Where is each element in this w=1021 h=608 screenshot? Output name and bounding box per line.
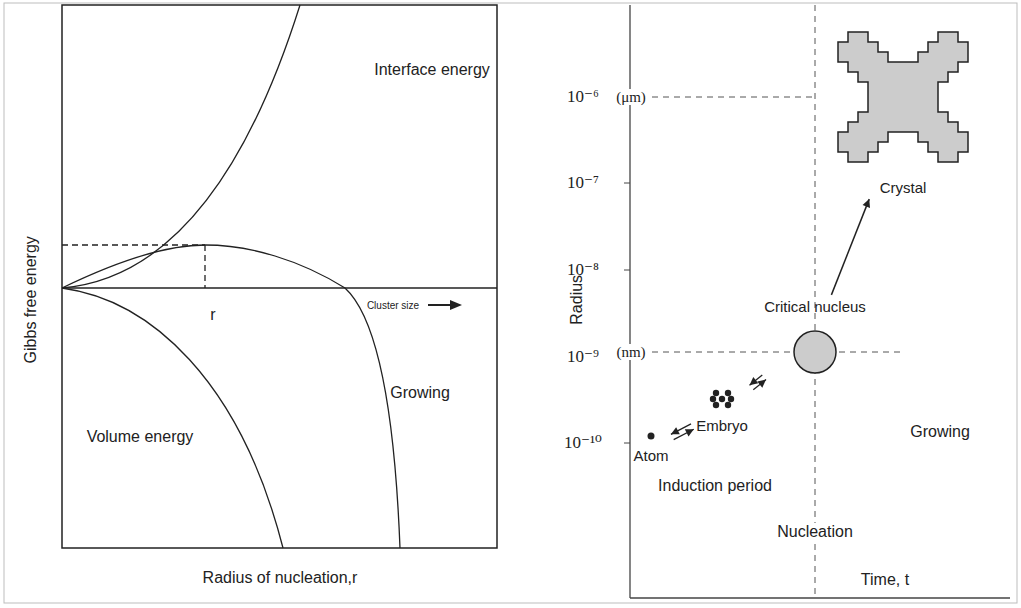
label: Cluster size xyxy=(367,300,419,311)
zero-axis xyxy=(62,287,497,289)
x-axis xyxy=(630,597,1010,598)
nucleus-node: Critical nucleus xyxy=(762,297,868,376)
interface-energy-curve xyxy=(62,5,300,288)
arrowhead xyxy=(863,199,870,208)
embryo-atom xyxy=(710,396,716,402)
node-label: Embryo xyxy=(694,416,750,435)
embryo-atom xyxy=(728,396,734,402)
arrowhead xyxy=(671,427,680,434)
arrowhead xyxy=(750,377,759,385)
total-energy-curve xyxy=(62,245,400,548)
size-arrow xyxy=(428,304,452,306)
dashed-guide xyxy=(630,97,815,98)
label: Volume energy xyxy=(87,428,194,446)
atom-node: Atom xyxy=(632,431,671,465)
label: Radius xyxy=(568,275,586,325)
outer-frame xyxy=(4,3,1017,603)
size-arrowhead xyxy=(450,300,462,310)
embryo-atom xyxy=(713,402,719,408)
tick xyxy=(624,443,630,444)
plot-frame xyxy=(62,5,497,548)
label: (nm) xyxy=(614,344,647,361)
label: 10⁻⁹ xyxy=(567,348,599,367)
embryo-atom xyxy=(719,396,725,402)
label: Growing xyxy=(390,384,450,402)
connector xyxy=(831,199,870,295)
embryo-node: Embryo xyxy=(694,387,750,435)
label: 10⁻¹⁰ xyxy=(564,434,602,453)
atom-dot xyxy=(648,433,655,440)
embryo-atom xyxy=(725,402,731,408)
atom-dot xyxy=(646,431,656,441)
crystal-shape xyxy=(836,30,970,164)
embryo-cluster xyxy=(708,387,736,411)
label: r xyxy=(210,306,215,324)
critical-nucleus-circle xyxy=(794,331,836,373)
node-label: Critical nucleus xyxy=(762,297,868,316)
label: 10⁻⁶ xyxy=(567,88,599,107)
label: Time, t xyxy=(861,571,909,589)
arrowhead xyxy=(685,429,694,436)
label: Nucleation xyxy=(775,523,855,541)
dashed-guide xyxy=(204,245,205,288)
node-label: Atom xyxy=(632,446,671,465)
connector xyxy=(750,375,766,390)
label: Induction period xyxy=(658,477,772,495)
label: 10⁻⁷ xyxy=(567,174,599,193)
label: Gibbs free energy xyxy=(22,236,40,363)
label: Growing xyxy=(910,423,970,441)
critical-nucleus-circle xyxy=(791,328,839,376)
arrowhead xyxy=(757,380,766,388)
volume-energy-curve xyxy=(62,288,283,548)
crystal-node: Crystal xyxy=(836,30,970,197)
dashed-guide xyxy=(630,352,905,353)
tick xyxy=(624,183,630,184)
crystal-shape xyxy=(838,32,968,162)
node-label: Crystal xyxy=(878,178,929,197)
connector xyxy=(671,424,694,440)
label: Radius of nucleation,r xyxy=(203,569,358,587)
tick xyxy=(624,270,630,271)
connector-line xyxy=(831,199,869,295)
embryo-atom xyxy=(713,390,719,396)
label: Interface energy xyxy=(374,61,490,79)
label: (μm) xyxy=(614,89,648,106)
embryo-atom xyxy=(725,390,731,396)
connector-line xyxy=(671,424,691,434)
connector-line xyxy=(750,375,763,385)
dashed-guide xyxy=(62,244,205,245)
